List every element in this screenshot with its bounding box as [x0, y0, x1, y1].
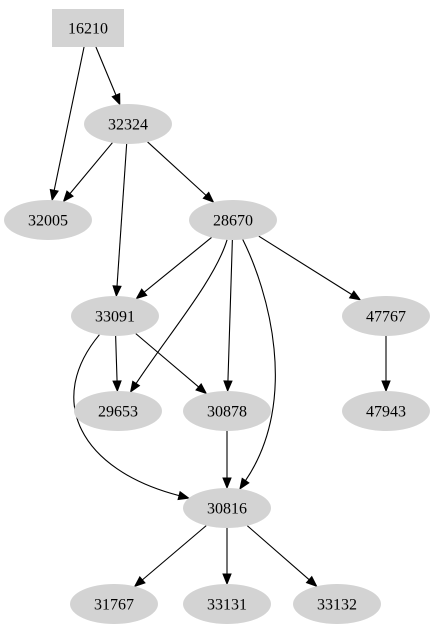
edge-30816-to-33131 [222, 528, 232, 586]
node-47943-ellipse [342, 391, 430, 431]
edge-28670-to-47767 [258, 235, 362, 301]
node-33091-ellipse [71, 296, 159, 336]
edge-28670-to-30878 [223, 239, 233, 393]
edge-16210-to-32005 [49, 46, 85, 202]
node-28670: 28670 [189, 200, 277, 240]
edge-28670-to-30878-arrowhead [223, 380, 233, 393]
edge-33091-to-29653-line [115, 335, 118, 382]
edge-30816-to-31767-arrowhead [133, 575, 146, 588]
edge-47767-to-47943 [381, 336, 391, 393]
edge-30878-to-30816 [222, 431, 232, 490]
edge-30816-to-33132-arrowhead [305, 575, 318, 588]
edge-30816-to-33132-line [246, 525, 310, 581]
node-47767: 47767 [342, 296, 430, 336]
node-29653-ellipse [74, 391, 162, 431]
node-29653-label: 29653 [98, 404, 138, 421]
node-28670-ellipse [189, 200, 277, 240]
node-16210-label: 16210 [68, 21, 108, 38]
node-47943-label: 47943 [366, 404, 406, 421]
edge-28670-to-47767-line [258, 235, 353, 295]
nodes-layer: 16210 32324 32005 28670 33091 47767 29653 30878… [4, 9, 430, 624]
edge-33091-to-30816-line [73, 334, 180, 497]
edge-33091-to-30878-line [135, 333, 199, 388]
node-32324-label: 32324 [108, 117, 148, 134]
node-28670-label: 28670 [213, 213, 253, 230]
node-30816-label: 30816 [207, 501, 247, 518]
edge-28670-to-30816-arrowhead [239, 477, 250, 490]
edge-32324-to-32005-arrowhead [62, 190, 74, 203]
node-47943: 47943 [342, 391, 430, 431]
edge-32324-to-32005-line [69, 142, 113, 194]
edge-32324-to-28670 [147, 141, 215, 203]
edge-16210-to-32005-arrowhead [49, 188, 59, 202]
node-16210-box [52, 9, 124, 47]
edge-28670-to-30816-line [242, 239, 276, 481]
edge-28670-to-30878-line [227, 239, 233, 382]
edge-30816-to-33132 [246, 525, 318, 588]
node-32005-label: 32005 [28, 213, 68, 230]
edge-32324-to-28670-arrowhead [202, 191, 215, 203]
node-30878-label: 30878 [207, 404, 247, 421]
edge-33091-to-30878-arrowhead [195, 382, 208, 395]
node-33091-label: 33091 [95, 309, 135, 326]
edge-30816-to-31767-line [142, 525, 207, 581]
node-30816: 30816 [183, 488, 271, 528]
edge-30816-to-31767 [133, 525, 207, 588]
node-47767-label: 47767 [366, 309, 406, 326]
edges-layer [49, 46, 391, 588]
edge-16210-to-32324-arrowhead [111, 92, 121, 106]
edge-33091-to-30816-arrowhead [177, 490, 191, 501]
node-16210: 16210 [52, 9, 124, 47]
node-33131: 33131 [183, 584, 271, 624]
node-33131-ellipse [183, 584, 271, 624]
edge-32324-to-32005 [62, 142, 113, 203]
edge-28670-to-29653 [129, 239, 228, 393]
node-30816-ellipse [183, 488, 271, 528]
edge-30816-to-33131-arrowhead [222, 573, 232, 586]
node-30878: 30878 [183, 391, 271, 431]
node-32324-ellipse [84, 104, 172, 144]
edge-28670-to-33091-line [143, 237, 212, 293]
edge-33091-to-30816 [73, 334, 191, 501]
edge-32324-to-28670-line [147, 141, 207, 196]
edge-28670-to-33091-arrowhead [135, 288, 148, 300]
edge-16210-to-32324-line [95, 46, 117, 96]
node-32005-ellipse [4, 200, 92, 240]
edge-28670-to-30816 [239, 239, 276, 490]
edge-28670-to-47767-arrowhead [348, 290, 362, 301]
edge-28670-to-29653-line [135, 239, 228, 384]
node-31767-ellipse [70, 584, 158, 624]
node-32324: 32324 [84, 104, 172, 144]
node-31767: 31767 [70, 584, 158, 624]
edge-33091-to-29653 [112, 335, 122, 393]
edge-28670-to-33091 [135, 237, 212, 300]
node-31767-label: 31767 [94, 597, 134, 614]
node-32005: 32005 [4, 200, 92, 240]
node-33132-label: 33132 [317, 597, 357, 614]
edge-32324-to-33091-line [116, 143, 128, 287]
edge-30878-to-30816-arrowhead [222, 477, 232, 490]
edge-32324-to-33091 [112, 143, 128, 298]
edge-28670-to-29653-arrowhead [129, 380, 141, 393]
node-33131-label: 33131 [207, 597, 247, 614]
edge-16210-to-32005-line [53, 46, 85, 191]
node-33091: 33091 [71, 296, 159, 336]
edge-16210-to-32324 [95, 46, 121, 106]
edge-33091-to-29653-arrowhead [112, 380, 122, 393]
node-33132-ellipse [293, 584, 381, 624]
edge-32324-to-33091-arrowhead [112, 285, 122, 298]
node-30878-ellipse [183, 391, 271, 431]
edge-47767-to-47943-arrowhead [381, 380, 391, 393]
node-29653: 29653 [74, 391, 162, 431]
node-47767-ellipse [342, 296, 430, 336]
node-33132: 33132 [293, 584, 381, 624]
edge-33091-to-30878 [135, 333, 208, 395]
